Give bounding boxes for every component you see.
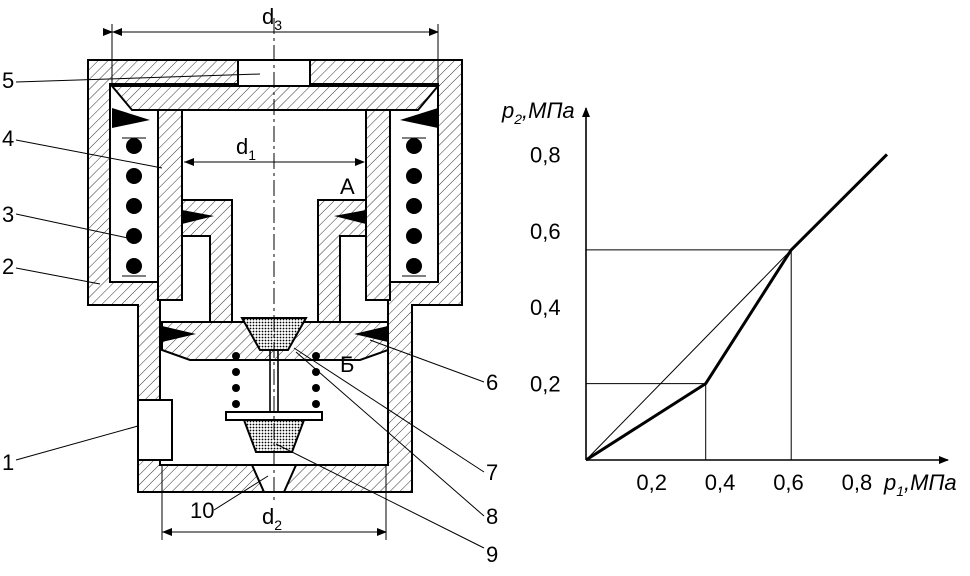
seal-mid-left [182,210,214,224]
y-tick-label: 0,8 [530,142,561,167]
guide-lines [586,249,792,460]
y-axis-label: p2,МПа [501,98,575,127]
x-axis-label: p1,МПа [883,470,957,499]
dim-d3-arrow-left [112,28,122,36]
top-plate [109,85,441,111]
x-tick-label: 0,6 [773,470,804,495]
cavity-b-label: Б [340,352,354,377]
callout-5: 5 [2,68,14,93]
y-tick-labels: 0,2 0,4 0,6 0,8 [530,142,561,396]
series-line-0 [585,153,889,462]
valve-upper [240,317,308,351]
spring-left [122,137,146,277]
seal-mid-right [334,210,366,224]
side-port [137,399,173,461]
callout-9: 9 [486,542,498,567]
x-tick-label: 0,4 [705,470,736,495]
dim-d2-arrow-left [162,528,172,536]
series-line-1 [585,249,792,461]
y-tick-label: 0,4 [530,295,561,320]
seal-top-right [400,108,438,128]
y-tick-label: 0,2 [530,372,561,397]
x-tick-label: 0,2 [636,470,667,495]
callout-10: 10 [190,498,214,523]
x-tick-labels: 0,2 0,4 0,6 0,8 [636,470,872,495]
dim-d1-arrow-left [184,158,194,166]
sleeve-right [365,109,391,301]
seal-top-left [112,108,150,128]
leaders [15,73,485,549]
callout-6: 6 [486,370,498,395]
cavity-a-label: А [340,174,355,199]
small-spring-right [312,352,320,408]
x-tick-label: 0,8 [842,470,873,495]
callout-1: 1 [2,450,14,475]
pressure-chart: 0,2 0,4 0,6 0,8 0,2 0,4 0,6 0,8 p2,МПа p1,МПа [501,98,957,499]
small-spring-left [232,352,240,408]
dim-d2-label: d2 [262,504,282,533]
callout-2: 2 [2,254,14,279]
seal-low-right [354,326,388,342]
spring-right [402,137,426,277]
callout-3: 3 [2,202,14,227]
y-tick-label: 0,6 [530,219,561,244]
callout-7: 7 [486,460,498,485]
sleeve-left [157,109,183,301]
regulator-section: d3 d1 d2 А Б 1 2 3 4 5 6 7 8 9 10 [2,4,498,567]
dim-d3-label: d3 [262,4,282,33]
seal-low-left [162,326,196,342]
dim-d1-label: d1 [236,134,256,163]
callout-4: 4 [2,126,14,151]
callout-8: 8 [486,504,498,529]
series-group [585,153,889,462]
